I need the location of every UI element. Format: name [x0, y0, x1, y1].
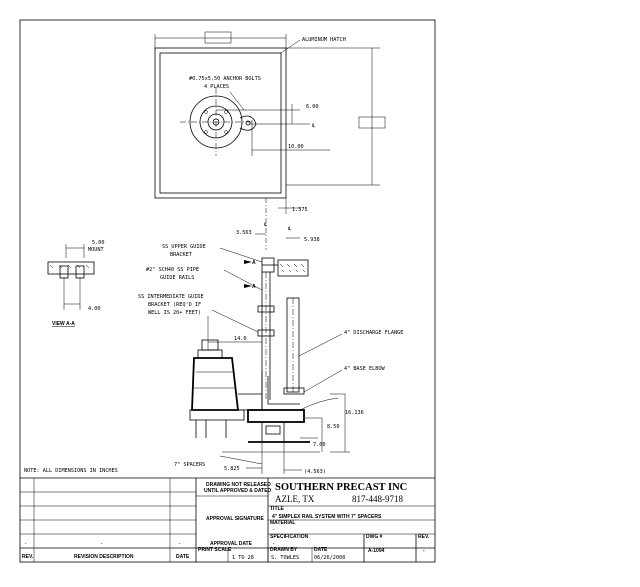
view-aa-dim-5-00: 5.00	[92, 240, 105, 246]
view-aa-mount: MOUNT	[88, 247, 104, 253]
rev-row-1-rev: -	[24, 541, 27, 547]
approval-date-label: APPROVAL DATE	[210, 541, 253, 547]
intermediate-bracket-label-3: WELL IS 20+ FEET)	[148, 310, 201, 316]
base-elbow-label: 4" BASE ELBOW	[344, 366, 385, 372]
title-label: TITLE	[270, 506, 285, 512]
drawing-title: 4" SIMPLEX RAIL SYSTEM WITH 7" SPACERS	[272, 514, 382, 520]
spec-label: SPECIFICATION	[270, 534, 309, 540]
section-mark-upper: A	[252, 260, 256, 266]
dim-16-136: 16.136	[345, 410, 364, 416]
date-label: DATE	[314, 547, 328, 553]
pipe-label-2: GUIDE RAILS	[160, 275, 194, 281]
anchor-bolts-label-2: 4 PLACES	[204, 84, 229, 90]
right-dimension-box	[358, 116, 386, 129]
dim-5-938: 5.938	[304, 237, 320, 243]
view-aa-dim-4-00: 4.00	[88, 306, 101, 312]
date-value: 06/26/2008	[314, 555, 345, 561]
upper-bracket-label-2: BRACKET	[170, 252, 192, 258]
intermediate-bracket-label-2: BRACKET (REQ'D IF	[148, 302, 201, 308]
section-mark-lower: A	[252, 284, 256, 290]
anchor-bolts-label-1: #0.75x5.50 ANCHOR BOLTS	[189, 76, 261, 82]
notice-line-1: DRAWING NOT RELEASED	[206, 482, 271, 488]
dim-1-375: 1.375	[292, 207, 308, 213]
dim-3-563: 3.563	[236, 230, 252, 236]
date-col-header: DATE	[176, 554, 190, 560]
rev-row-1-desc: -	[100, 541, 103, 547]
rev-col-header: REV.	[22, 554, 34, 560]
intermediate-bracket-label-1: SS INTERMEDIATE GUIDE	[138, 294, 204, 300]
hatch-label: ALUMINUM HATCH	[302, 37, 346, 43]
top-dimension-box	[204, 31, 232, 44]
dim-7-00: 7.00	[313, 442, 326, 448]
title-block: - - - REV. REVISION DESCRIPTION DATE DRA…	[20, 477, 435, 562]
pump-plan-symbol	[180, 88, 257, 156]
dim-14-0: 14.0	[234, 336, 247, 342]
company-city: AZLE, TX	[275, 494, 315, 504]
centerline-mark: ℄	[311, 123, 316, 129]
spacers-label: 7" SPACERS	[174, 462, 205, 468]
spec-value: -	[272, 541, 275, 547]
dim-8-50: 8.50	[327, 424, 340, 430]
hatch-inner-frame	[159, 52, 282, 194]
approval-signature-label: APPROVAL SIGNATURE	[206, 516, 264, 522]
pipe-label-1: #2" SCH40 SS PIPE	[146, 267, 199, 273]
rev-label: REV.	[418, 534, 430, 540]
rev-value: -	[423, 548, 425, 554]
upper-bracket-label-1: SS UPPER GUIDE	[162, 244, 206, 250]
dim-4-563: (4.563)	[304, 469, 326, 475]
scale-label: PRINT SCALE	[198, 547, 232, 553]
rev-desc-col-header: REVISION DESCRIPTION	[74, 554, 134, 560]
dim-10-00: 10.00	[288, 144, 304, 150]
scale-value: 1 TO 28	[232, 555, 254, 561]
centerline-left: ℄	[263, 222, 268, 228]
discharge-flange-label: 4" DISCHARGE FLANGE	[344, 330, 403, 336]
material-value: -	[272, 527, 275, 533]
dimensions-note: NOTE: ALL DIMENSIONS IN INCHES	[24, 468, 118, 474]
notice-line-2: UNTIL APPROVED & DATED	[204, 488, 272, 494]
elevation-view: 1.375 ℄ ℄ 3.563 5.938 A SS UPPER GUIDE B…	[138, 198, 403, 475]
material-label: MATERIAL	[270, 520, 295, 526]
plan-view: ALUMINUM HATCH #0.75x5.50 ANCHOR BOLTS 4…	[154, 31, 386, 199]
dwg-label: DWG #	[366, 534, 383, 540]
top-slab	[277, 259, 309, 277]
pump-body	[189, 339, 263, 438]
sheet-border	[19, 19, 436, 563]
view-aa-title: VIEW A-A	[52, 321, 75, 327]
drawn-by-label: DRAWN BY	[270, 547, 298, 553]
company-name: SOUTHERN PRECAST INC	[275, 482, 407, 493]
view-aa: 5.00 MOUNT 4.00 VIEW A-A	[47, 240, 105, 327]
hatch-outer-frame	[154, 47, 287, 199]
dim-6-00: 6.00	[306, 104, 319, 110]
company-phone: 817-448-9718	[352, 494, 403, 504]
rev-row-1-date: -	[178, 541, 181, 547]
dwg-number: A-1094	[368, 548, 385, 554]
centerline-right: ℄	[287, 226, 292, 232]
dim-5-825: 5.825	[224, 466, 240, 472]
drawn-by-value: S. TOWLES	[271, 555, 299, 561]
